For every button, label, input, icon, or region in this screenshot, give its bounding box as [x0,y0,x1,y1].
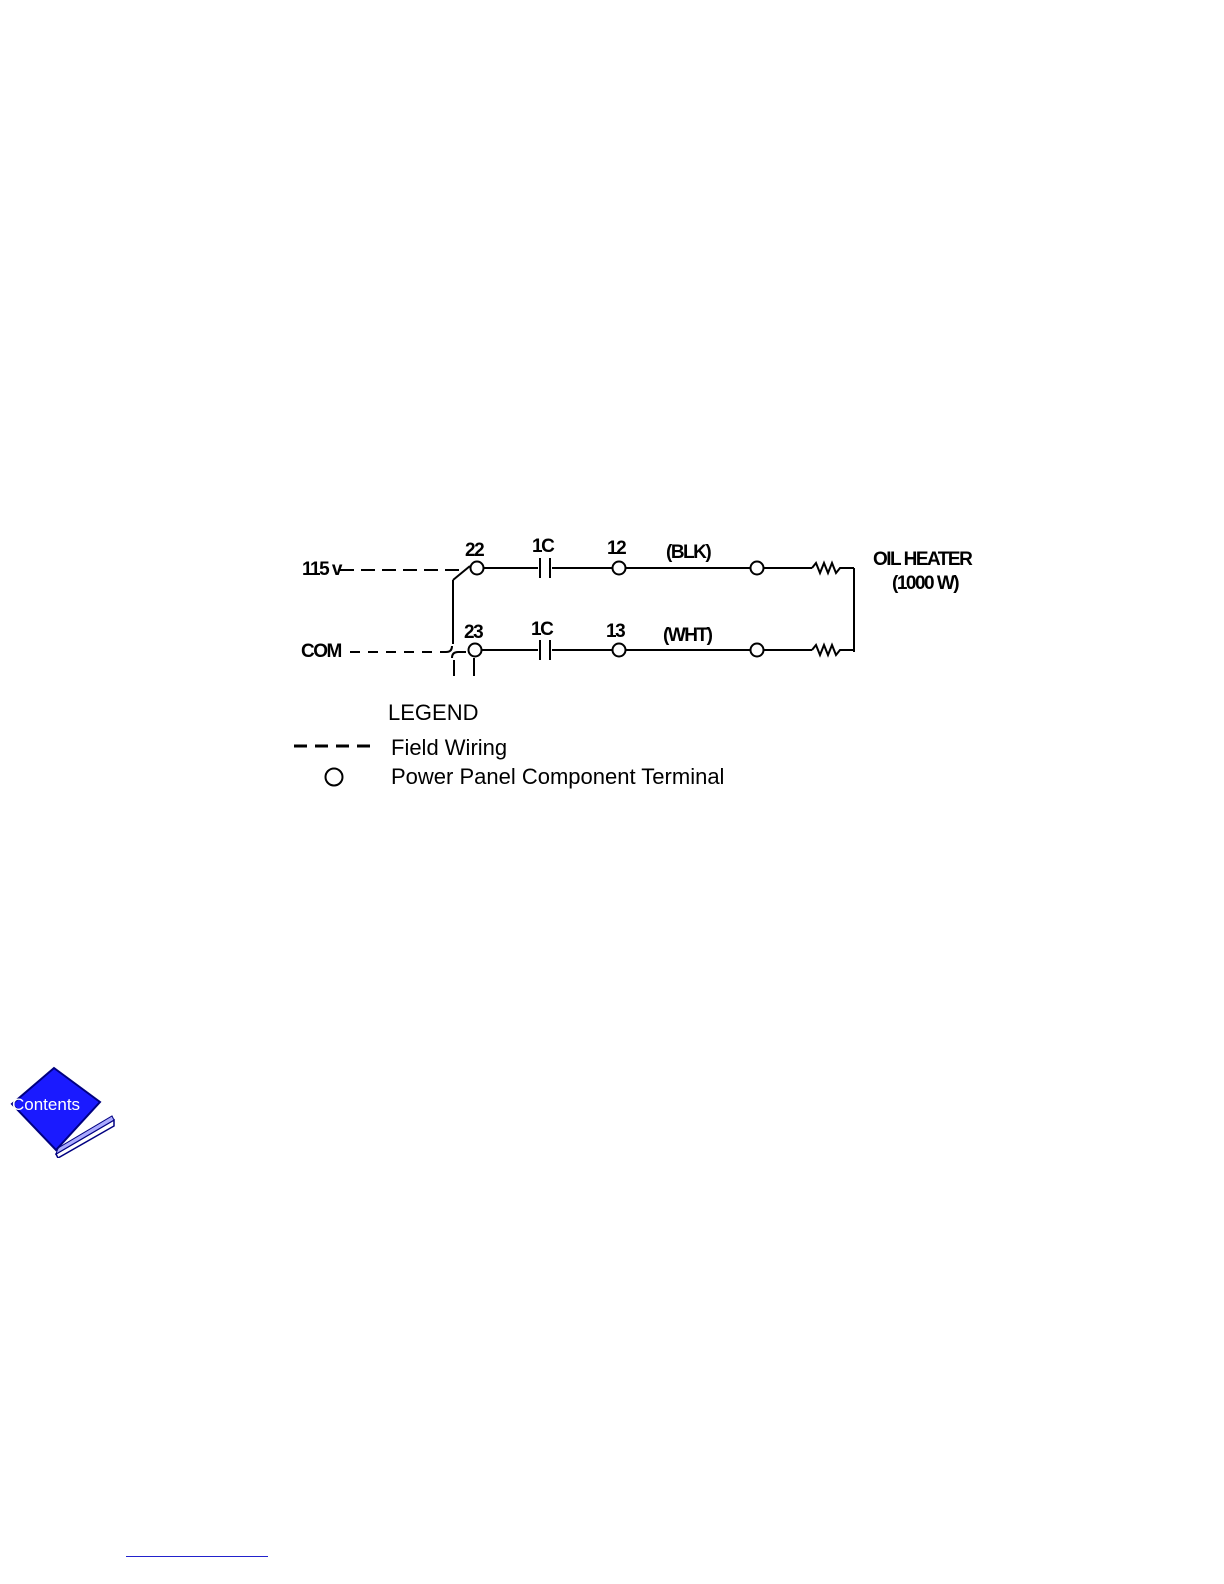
heater-element-top [812,563,854,573]
heater-name-label: OIL HEATER [873,549,973,570]
terminal-heater-bottom [751,644,764,657]
legend-terminal-label: Power Panel Component Terminal [391,764,724,789]
contactor-1c-top-label: 1C [532,536,555,557]
legend-field-wiring-label: Field Wiring [391,735,507,760]
com-crossover [440,646,466,658]
wire-color-blk-label: (BLK) [666,542,711,563]
heater-rating-label: (1000 W) [892,573,959,594]
terminal-12 [613,562,626,575]
terminal-23-label: 23 [464,622,483,643]
supply-115v-label: 115 v [302,559,343,580]
legend-title: LEGEND [388,700,478,725]
footer-rule [126,1556,268,1557]
wire-color-wht-label: (WHT) [663,625,713,646]
contents-button[interactable]: Contents [8,1064,120,1158]
contactor-1c-bottom-label: 1C [531,619,554,640]
terminal-13 [613,644,626,657]
contents-label: Contents [12,1095,80,1114]
terminal-23 [469,644,482,657]
terminal-12-label: 12 [607,538,626,559]
switch-blade-top [453,566,470,580]
terminal-heater-top [751,562,764,575]
supply-com-label: COM [301,641,342,662]
terminal-22-label: 22 [465,540,484,561]
legend-terminal-symbol [326,769,343,786]
terminal-22 [471,562,484,575]
heater-element-bottom [812,645,854,655]
terminal-13-label: 13 [606,621,625,642]
